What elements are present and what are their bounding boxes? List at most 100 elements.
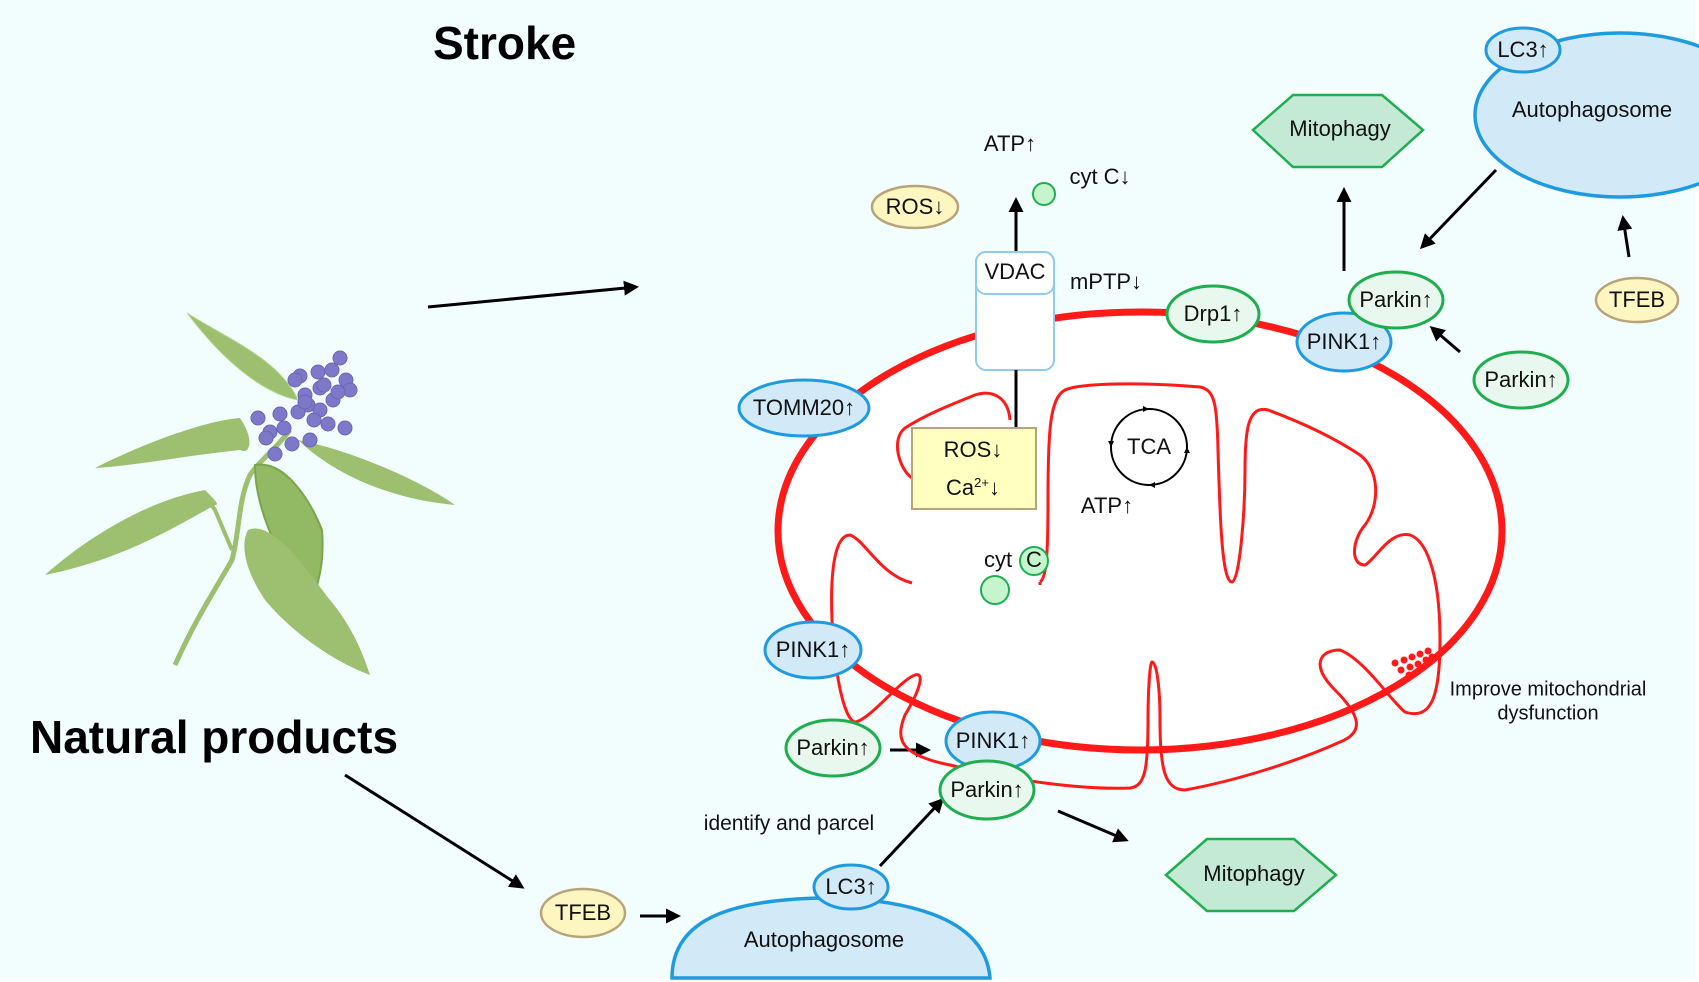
mitochondrion-inner-membrane	[830, 382, 1442, 792]
leaf	[45, 490, 217, 575]
cytc-inner-label: cyt	[983, 547, 1013, 572]
lc3-top-label: LC3↑	[1497, 37, 1549, 62]
arrow-natural-products-to-tfeb	[344, 773, 525, 889]
parkin-free-right-label: Parkin↑	[1484, 367, 1558, 392]
atp-inner-label: ATP↑	[1080, 493, 1134, 518]
arrow-lc3-to-parkin	[878, 797, 945, 868]
berry	[324, 362, 340, 378]
vdac-channel[interactable]	[975, 251, 1055, 371]
pink1-bottom-label: PINK1↑	[955, 728, 1031, 753]
drp1-ellipse[interactable]	[1165, 284, 1261, 344]
berry	[250, 410, 266, 426]
lc3-bottom-ellipse[interactable]	[812, 863, 890, 911]
berry	[297, 394, 313, 410]
vdac-cap	[975, 251, 1055, 295]
berry	[306, 412, 322, 428]
mitophagy-bottom-label: Mitophagy	[1203, 861, 1305, 886]
atp-outside-label: ATP↑	[983, 131, 1037, 156]
calcium-base: Ca	[946, 475, 975, 501]
plant-with-berries-icon	[45, 312, 455, 675]
mitophagy-bottom-hexagon[interactable]	[1164, 837, 1338, 913]
repair-dot	[1424, 647, 1432, 655]
parkin-free-right-ellipse[interactable]	[1472, 350, 1570, 410]
repair-dot	[1406, 663, 1414, 671]
berry	[302, 432, 318, 448]
repair-dot	[1400, 656, 1408, 664]
autophagosome-top-label: Autophagosome	[1511, 97, 1673, 122]
arrow-parkin-free-to-parkin	[1429, 326, 1461, 354]
mptp-label: mPTP↓	[1069, 269, 1143, 294]
matrix-calcium-label: Ca2+↓	[946, 475, 1000, 501]
matrix-ros-calcium-box[interactable]	[911, 427, 1037, 510]
tfeb-bottom-label: TFEB	[554, 900, 612, 925]
repair-dot	[1414, 660, 1422, 668]
berry	[310, 364, 326, 380]
repair-dot	[1405, 671, 1413, 679]
parkin-top-ellipse[interactable]	[1347, 270, 1445, 330]
calcium-charge: 2+	[974, 474, 989, 490]
identify-and-parcel-label: identify and parcel	[703, 812, 875, 835]
berry	[337, 420, 353, 436]
repair-dot	[1408, 653, 1416, 661]
improve-note-line2: dysfunction	[1497, 702, 1599, 725]
berry	[316, 377, 332, 393]
leaf	[244, 528, 370, 675]
arrow-to-mitophagy-bottom	[1057, 809, 1129, 843]
berry	[332, 350, 348, 366]
cytc-inner-circle-label: C	[1026, 547, 1042, 572]
calcium-arrow: ↓	[988, 475, 1000, 501]
repair-dot	[1422, 656, 1430, 664]
tfeb-top-label: TFEB	[1608, 287, 1666, 312]
cytochrome-c-circle-inner-2	[980, 575, 1010, 605]
repair-dot	[1413, 668, 1421, 676]
tomm20-ellipse[interactable]	[737, 378, 871, 438]
repair-dot	[1397, 666, 1405, 674]
cytochrome-c-circle-inner-1	[1019, 546, 1049, 576]
arrow-tfeb-to-autophagosome-top	[1617, 215, 1633, 258]
matrix-ros-label: ROS↓	[943, 437, 1003, 462]
tomm20-label: TOMM20↑	[752, 395, 856, 420]
parkin-bottom-free-label: Parkin↑	[796, 735, 870, 760]
parkin-bottom-free-ellipse[interactable]	[784, 718, 882, 778]
mitophagy-top-hexagon[interactable]	[1251, 93, 1425, 169]
pink1-left-ellipse[interactable]	[763, 620, 863, 680]
improve-note-line1: Improve mitochondrial	[1449, 678, 1647, 701]
tca-cycle-icon	[1108, 406, 1190, 488]
cytochrome-c-circle-outside	[1032, 182, 1056, 206]
pink1-top-ellipse[interactable]	[1295, 311, 1393, 373]
mitophagy-top-label: Mitophagy	[1289, 116, 1391, 141]
berry	[267, 446, 283, 462]
leaf	[298, 440, 455, 505]
repair-dot	[1416, 650, 1424, 658]
leaf	[95, 418, 250, 468]
berry	[258, 430, 274, 446]
tfeb-bottom-ellipse[interactable]	[539, 887, 627, 939]
autophagosome-top-right[interactable]	[1473, 31, 1699, 199]
parkin-bottom-label: Parkin↑	[950, 777, 1024, 802]
lc3-top-ellipse[interactable]	[1484, 26, 1562, 74]
natural-products-title: Natural products	[30, 711, 399, 763]
berry	[276, 420, 292, 436]
membrane-repair-dots	[1391, 647, 1436, 679]
berry-cluster	[250, 350, 358, 462]
autophagosome-bottom-label: Autophagosome	[743, 927, 905, 952]
stroke-title: Stroke	[433, 17, 577, 69]
pink1-top-label: PINK1↑	[1306, 329, 1382, 354]
arrow-stroke-to-mitochondrion	[427, 280, 639, 309]
tca-label: TCA	[1127, 434, 1171, 459]
parkin-top-label: Parkin↑	[1359, 287, 1433, 312]
berry	[287, 372, 303, 388]
pink1-left-label: PINK1↑	[775, 637, 851, 662]
repair-dot	[1391, 659, 1399, 667]
repair-dot	[1428, 653, 1436, 661]
parkin-bottom-ellipse[interactable]	[938, 759, 1036, 821]
mitochondrion-outer-membrane	[774, 308, 1506, 754]
tfeb-top-ellipse[interactable]	[1594, 276, 1680, 324]
berry	[272, 406, 288, 422]
ros-outside-ellipse[interactable]	[870, 184, 960, 230]
berry	[330, 384, 346, 400]
vdac-label: VDAC	[984, 259, 1046, 284]
berry	[284, 436, 300, 452]
